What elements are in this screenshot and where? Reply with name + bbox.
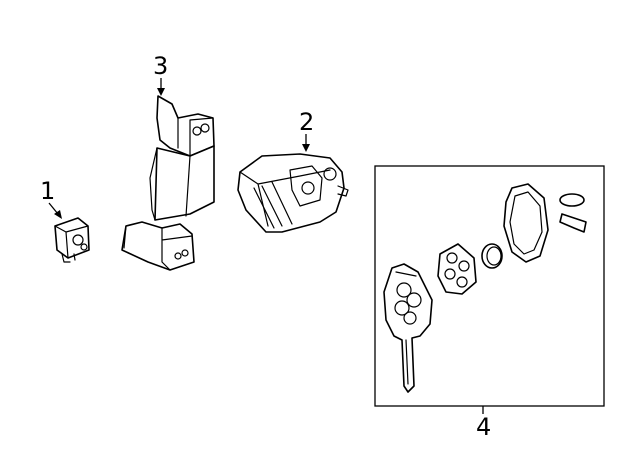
- part-4-seal[interactable]: [559, 193, 587, 233]
- part-3-bracket-module[interactable]: [121, 95, 215, 271]
- part-4-key[interactable]: [383, 263, 433, 393]
- part-4-battery[interactable]: [481, 243, 503, 269]
- part-4-kit-frame: [374, 165, 605, 407]
- callout-1-leader: [48, 202, 62, 219]
- callout-4-label: 4: [476, 413, 491, 441]
- callout-3-leader: [157, 78, 165, 96]
- part-2-ignition-housing[interactable]: [237, 153, 349, 233]
- callout-2-label: 2: [299, 108, 314, 136]
- part-1-sensor[interactable]: [54, 217, 90, 263]
- part-4-transmitter-board[interactable]: [437, 243, 477, 295]
- callout-1-label: 1: [40, 177, 55, 205]
- callout-2-leader: [302, 134, 310, 152]
- part-4-key-shell[interactable]: [503, 183, 549, 263]
- callout-3-label: 3: [153, 52, 168, 80]
